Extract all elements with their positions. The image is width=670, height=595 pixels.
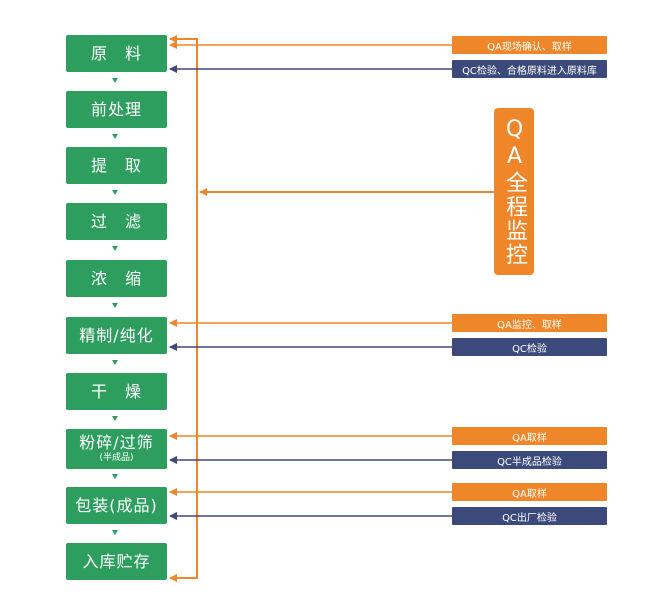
step-filtration: 过 滤 [66, 203, 167, 240]
down-arrow [112, 134, 118, 139]
tag-label: QA监控、取样 [497, 319, 562, 331]
tag-qc-raw: QC检验、合格原料进入原料库 [452, 60, 607, 78]
tag-qa-raw: QA现场确认、取样 [452, 36, 607, 54]
down-arrow [112, 78, 118, 83]
down-arrow [112, 474, 118, 479]
step-pretreatment: 前处理 [66, 91, 167, 128]
tag-label: QA取样 [512, 488, 547, 500]
down-arrow [112, 416, 118, 421]
step-raw-material: 原 料 [66, 35, 167, 72]
step-label: 提 取 [90, 155, 142, 175]
tag-label: QA取样 [512, 432, 547, 444]
step-label: 粉碎/过筛 [79, 433, 154, 453]
tag-label: QC出厂检验 [502, 512, 557, 524]
step-label: 入库贮存 [82, 551, 151, 571]
step-storage: 入库贮存 [66, 543, 167, 580]
qa-frame-line [172, 38, 198, 579]
tag-qc-pack: QC出厂检验 [452, 507, 607, 525]
down-arrow [112, 303, 118, 308]
step-label: 干 燥 [90, 381, 142, 401]
step-label: 过 滤 [90, 211, 142, 231]
step-label: 精制/纯化 [79, 325, 154, 345]
step-packaging: 包装(成品) [66, 487, 167, 524]
step-label: 原 料 [90, 43, 142, 63]
down-arrow [112, 190, 118, 195]
tag-label: QC检验 [512, 343, 547, 355]
step-crushing: 粉碎/过筛 (半成品) [66, 429, 167, 469]
tag-qc-crush: QC半成品检验 [452, 451, 607, 469]
tag-qa-pack: QA取样 [452, 483, 607, 501]
qa-overall-label: QA全程监控 [502, 116, 527, 267]
step-concentration: 浓 缩 [66, 260, 167, 297]
down-arrow [112, 530, 118, 535]
tag-label: QA现场确认、取样 [487, 41, 572, 53]
step-label: 包装(成品) [75, 495, 158, 515]
step-extraction: 提 取 [66, 147, 167, 184]
step-sublabel: (半成品) [99, 452, 134, 463]
down-arrow [112, 246, 118, 251]
tag-label: QC检验、合格原料进入原料库 [462, 65, 597, 77]
step-label: 浓 缩 [90, 268, 142, 288]
tag-qa-refine: QA监控、取样 [452, 314, 607, 332]
step-drying: 干 燥 [66, 373, 167, 410]
tag-qa-crush: QA取样 [452, 427, 607, 445]
step-label: 前处理 [90, 99, 142, 119]
qa-overall-box: QA全程监控 [494, 108, 534, 275]
step-refining: 精制/纯化 [66, 317, 167, 354]
down-arrow [112, 360, 118, 365]
tag-label: QC半成品检验 [497, 456, 562, 468]
tag-qc-refine: QC检验 [452, 338, 607, 356]
